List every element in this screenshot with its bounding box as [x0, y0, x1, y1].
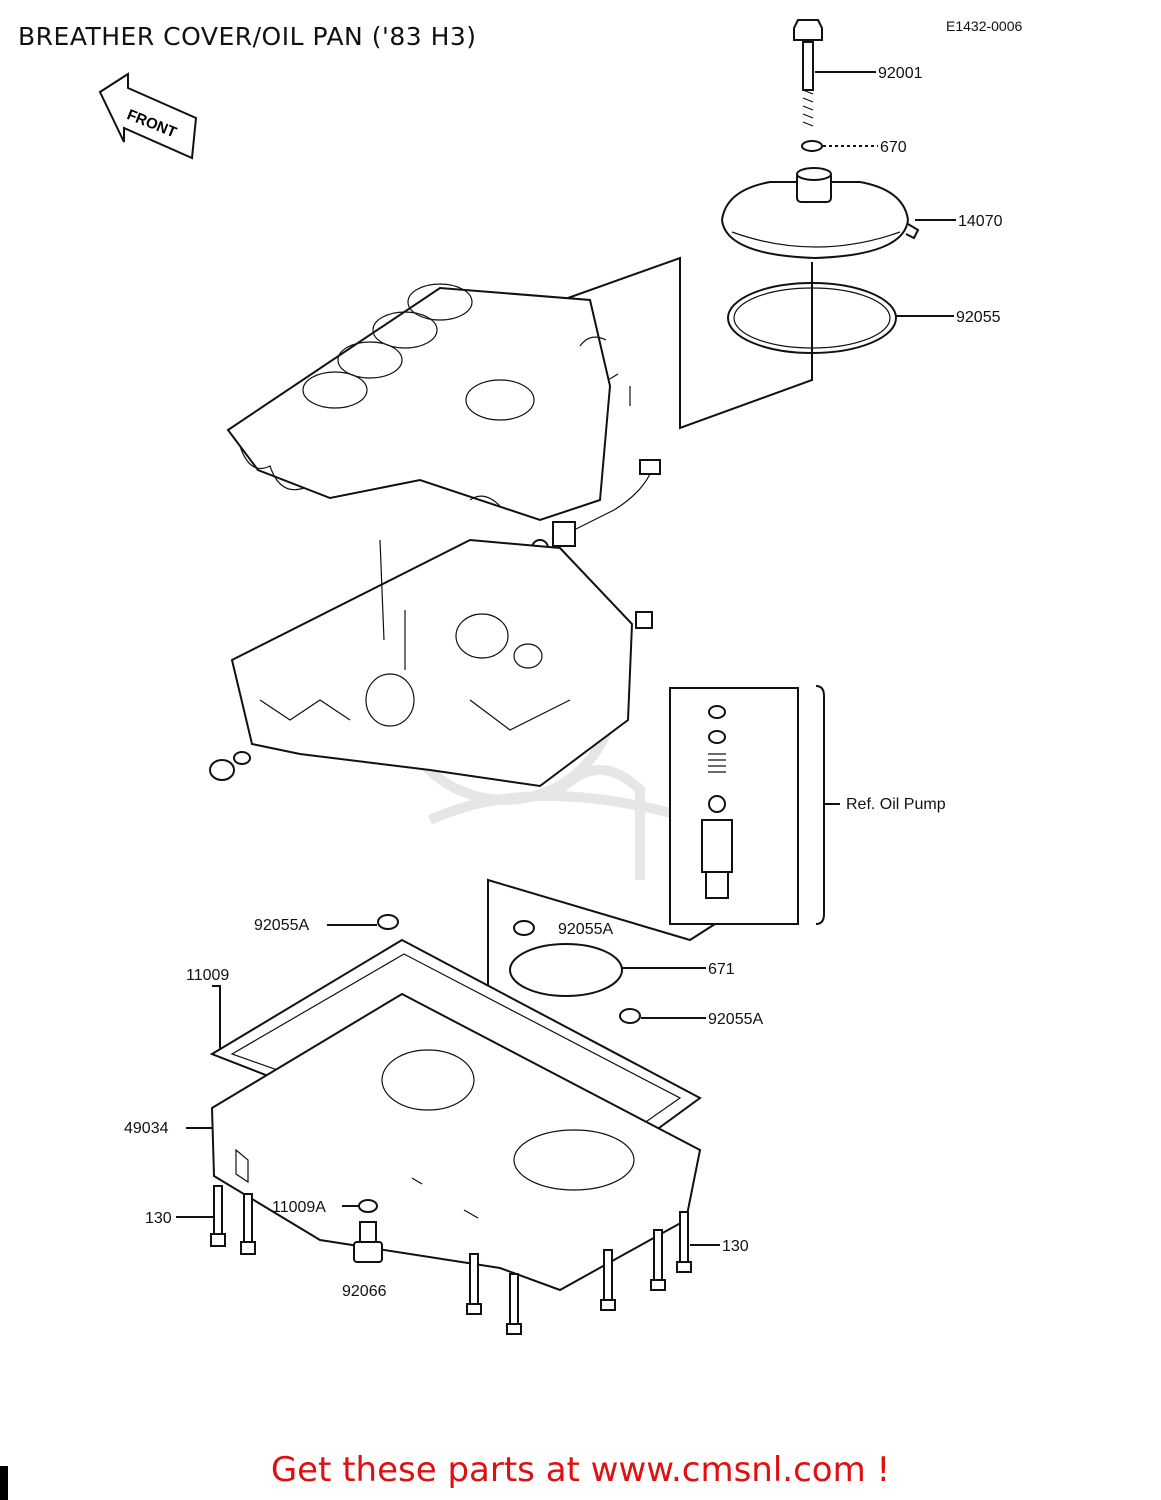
callout-14070: 14070	[958, 213, 1003, 230]
callout-92001: 92001	[878, 65, 923, 82]
callout-92055a-mid: 92055A	[558, 921, 613, 938]
front-arrow-icon: FRONT	[98, 72, 198, 160]
bolt-92001-part	[793, 19, 823, 127]
callout-49034: 49034	[124, 1120, 169, 1137]
lower-crankcase-part	[230, 538, 634, 788]
page-title: BREATHER COVER/OIL PAN ('83 H3)	[18, 22, 477, 51]
callout-671: 671	[708, 961, 735, 978]
pan-bolts-lower-part	[466, 1211, 692, 1335]
breather-cover-14070-part	[720, 167, 920, 260]
seal-92055a-mid-part	[513, 920, 535, 936]
o-ring-671-part	[509, 943, 623, 997]
callout-130-right: 130	[722, 1238, 749, 1255]
pan-bolts-left-part	[210, 1185, 256, 1255]
washer-11009a-part	[358, 1199, 378, 1213]
callout-92066: 92066	[342, 1283, 387, 1300]
callout-130-left: 130	[145, 1210, 172, 1227]
callout-92055: 92055	[956, 309, 1001, 326]
filler-cap-part	[209, 751, 251, 781]
upper-crankcase-part	[226, 283, 631, 522]
footer-cta[interactable]: Get these parts at www.cmsnl.com !	[270, 1450, 891, 1490]
oil-pump-relief-valve-group	[669, 687, 799, 925]
callout-670: 670	[880, 139, 907, 156]
edge-marker	[0, 1466, 8, 1500]
diagram-code: E1432-0006	[946, 18, 1023, 34]
washer-670-part	[801, 140, 823, 152]
callout-11009a: 11009A	[272, 1199, 326, 1216]
callout-92055a-right: 92055A	[708, 1011, 763, 1028]
callout-ref-oil-pump: Ref. Oil Pump	[846, 796, 946, 813]
callout-11009: 11009	[186, 967, 229, 984]
seal-92055a-left-part	[377, 914, 399, 930]
callout-92055a-left: 92055A	[254, 917, 309, 934]
seal-92055a-right-part	[619, 1008, 641, 1024]
drain-plug-92066-part	[353, 1221, 383, 1263]
